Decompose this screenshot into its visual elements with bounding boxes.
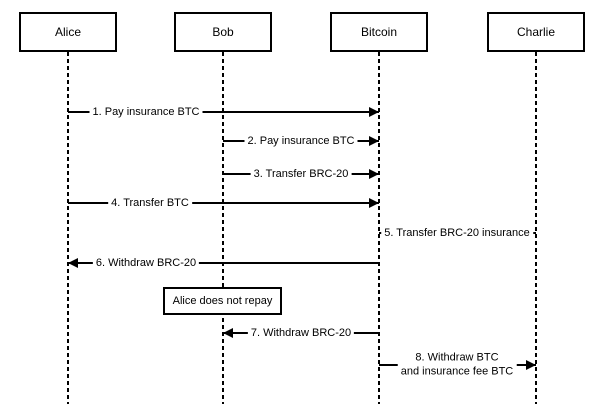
lifeline-charlie [535,52,537,404]
message-3-label: 3. Transfer BRC-20 [250,166,352,182]
message-1-line [68,111,379,113]
arrowhead-icon [526,360,536,370]
message-2-label: 2. Pay insurance BTC [244,133,358,149]
actor-box-alice: Alice [19,12,117,52]
message-4-line [68,202,379,204]
arrowhead-icon [369,198,379,208]
lifeline-alice [67,52,69,404]
message-5-label: 5. Transfer BRC-20 insurance [381,225,533,241]
arrowhead-icon [369,136,379,146]
message-6-label: 6. Withdraw BRC-20 [92,255,200,271]
message-4-label: 4. Transfer BTC [108,195,192,211]
message-7-label: 7. Withdraw BRC-20 [247,325,355,341]
message-8-label: 8. Withdraw BTC and insurance fee BTC [397,350,517,380]
note-box: Alice does not repay [163,287,282,315]
lifeline-bob [222,52,224,404]
actor-box-charlie: Charlie [487,12,585,52]
arrowhead-icon [369,169,379,179]
actor-box-bitcoin: Bitcoin [330,12,428,52]
actor-box-bob: Bob [174,12,272,52]
message-label-line: 8. Withdraw BTC [415,351,499,364]
message-1-label: 1. Pay insurance BTC [89,104,203,120]
message-label-line: and insurance fee BTC [400,366,514,378]
arrowhead-icon [68,258,78,268]
arrowhead-icon [223,328,233,338]
arrowhead-icon [369,107,379,117]
message-6-line [68,262,379,264]
